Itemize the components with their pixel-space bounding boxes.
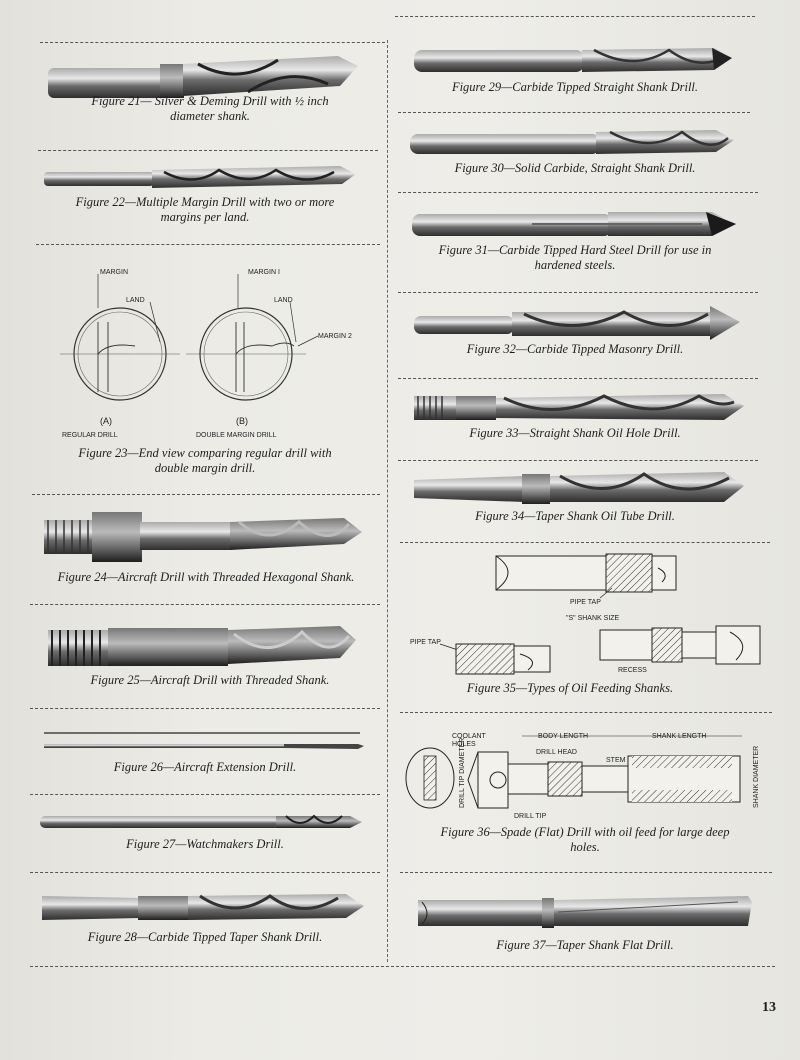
figure-28-caption: Figure 28—Carbide Tipped Taper Shank Dri… xyxy=(87,930,323,944)
figure-27-caption: Figure 27—Watchmakers Drill. xyxy=(126,837,284,851)
rule xyxy=(30,794,380,795)
figure-26-caption: Figure 26—Aircraft Extension Drill. xyxy=(113,760,297,774)
recess-label: RECESS xyxy=(618,667,647,674)
figure-22-caption: Figure 22—Multiple Margin Drill with two… xyxy=(75,195,335,224)
rule xyxy=(32,494,380,495)
drill-tip-label: DRILL TIP xyxy=(514,813,547,820)
figure-21-caption: Figure 21— Silver & Deming Drill with ½ … xyxy=(91,94,329,123)
figure-31-drill-image xyxy=(412,212,736,236)
figure-33-caption: Figure 33—Straight Shank Oil Hole Drill. xyxy=(469,426,681,440)
figure-34-drill-image xyxy=(414,472,744,504)
figure-31-caption: Figure 31—Carbide Tipped Hard Steel Dril… xyxy=(438,243,712,272)
figure-24-caption: Figure 24—Aircraft Drill with Threaded H… xyxy=(57,570,355,584)
rule xyxy=(398,192,758,193)
figure-27-drill-image xyxy=(40,814,362,828)
top-rule-right xyxy=(395,16,755,17)
figure-25-caption: Figure 25—Aircraft Drill with Threaded S… xyxy=(90,673,330,687)
label-b: (B) xyxy=(236,416,248,426)
stem-label: STEM xyxy=(606,757,626,764)
rule xyxy=(30,872,380,873)
figure-22-drill-image xyxy=(44,166,356,188)
figure-28-drill-image xyxy=(42,894,364,920)
pipe-tap-label-2: PIPE TAP xyxy=(410,639,441,646)
figure-29-caption: Figure 29—Carbide Tipped Straight Shank … xyxy=(451,80,699,94)
figure-32-caption: Figure 32—Carbide Tipped Masonry Drill. xyxy=(466,342,684,356)
rule xyxy=(30,708,380,709)
figure-33-drill-image xyxy=(414,394,744,420)
land2-label: LAND xyxy=(274,297,293,304)
figure-35-diagram: PIPE TAP "S" SHANK SIZE PIPE TAP RECESS xyxy=(410,553,761,675)
figure-23-diagram: MARGIN LAND (A) REGULAR DRILL MARGIN I L… xyxy=(60,269,352,439)
figure-37-caption: Figure 37—Taper Shank Flat Drill. xyxy=(496,938,674,952)
holes-label: HOLES xyxy=(452,741,476,748)
rule xyxy=(398,112,750,113)
figure-30-caption: Figure 30—Solid Carbide, Straight Shank … xyxy=(454,161,696,175)
shank-size-label: "S" SHANK SIZE xyxy=(566,615,620,622)
shank-diameter-label: SHANK DIAMETER xyxy=(753,746,760,808)
body-length-label: BODY LENGTH xyxy=(538,733,588,740)
rule xyxy=(398,292,758,293)
regular-drill-label: REGULAR DRILL xyxy=(62,432,118,439)
bottom-rule xyxy=(30,966,775,967)
pipe-tap-label-1: PIPE TAP xyxy=(570,599,601,606)
margin-label: MARGIN xyxy=(100,269,128,276)
figure-32-drill-image xyxy=(414,306,740,340)
shank-length-label: SHANK LENGTH xyxy=(652,733,706,740)
double-margin-label: DOUBLE MARGIN DRILL xyxy=(196,432,277,439)
rule xyxy=(400,712,772,713)
rule xyxy=(36,244,380,245)
figure-25-drill-image xyxy=(48,626,356,666)
rule xyxy=(398,378,758,379)
margin2-label: MARGIN 2 xyxy=(318,333,352,340)
label-a: (A) xyxy=(100,416,112,426)
rule xyxy=(38,150,378,151)
coolant-label: COOLANT xyxy=(452,733,487,740)
rule xyxy=(400,872,772,873)
figure-29-drill-image xyxy=(414,48,732,72)
figure-30-drill-image xyxy=(410,130,734,154)
figure-36-diagram: COOLANT HOLES BODY LENGTH SHANK LENGTH D… xyxy=(405,733,760,820)
figure-36-caption: Figure 36—Spade (Flat) Drill with oil fe… xyxy=(440,825,730,854)
rule xyxy=(398,460,758,461)
figure-24-drill-image xyxy=(44,512,362,562)
page-number: 13 xyxy=(762,1000,776,1015)
rule xyxy=(400,542,770,543)
figure-35-caption: Figure 35—Types of Oil Feeding Shanks. xyxy=(466,681,674,695)
column-divider xyxy=(387,40,388,962)
figure-37-drill-image xyxy=(418,896,752,928)
top-rule xyxy=(40,42,385,43)
margin1-label: MARGIN I xyxy=(248,269,280,276)
figure-23-caption: Figure 23—End view comparing regular dri… xyxy=(78,446,332,475)
rule xyxy=(30,604,380,605)
figure-26-drill-image xyxy=(44,732,364,749)
figure-21-drill-image xyxy=(48,56,358,98)
land-label: LAND xyxy=(126,297,145,304)
drill-head-label: DRILL HEAD xyxy=(536,749,577,756)
drill-tip-diameter-label: DRILL TIP DIAMETER xyxy=(459,738,466,808)
figure-34-caption: Figure 34—Taper Shank Oil Tube Drill. xyxy=(475,509,675,523)
